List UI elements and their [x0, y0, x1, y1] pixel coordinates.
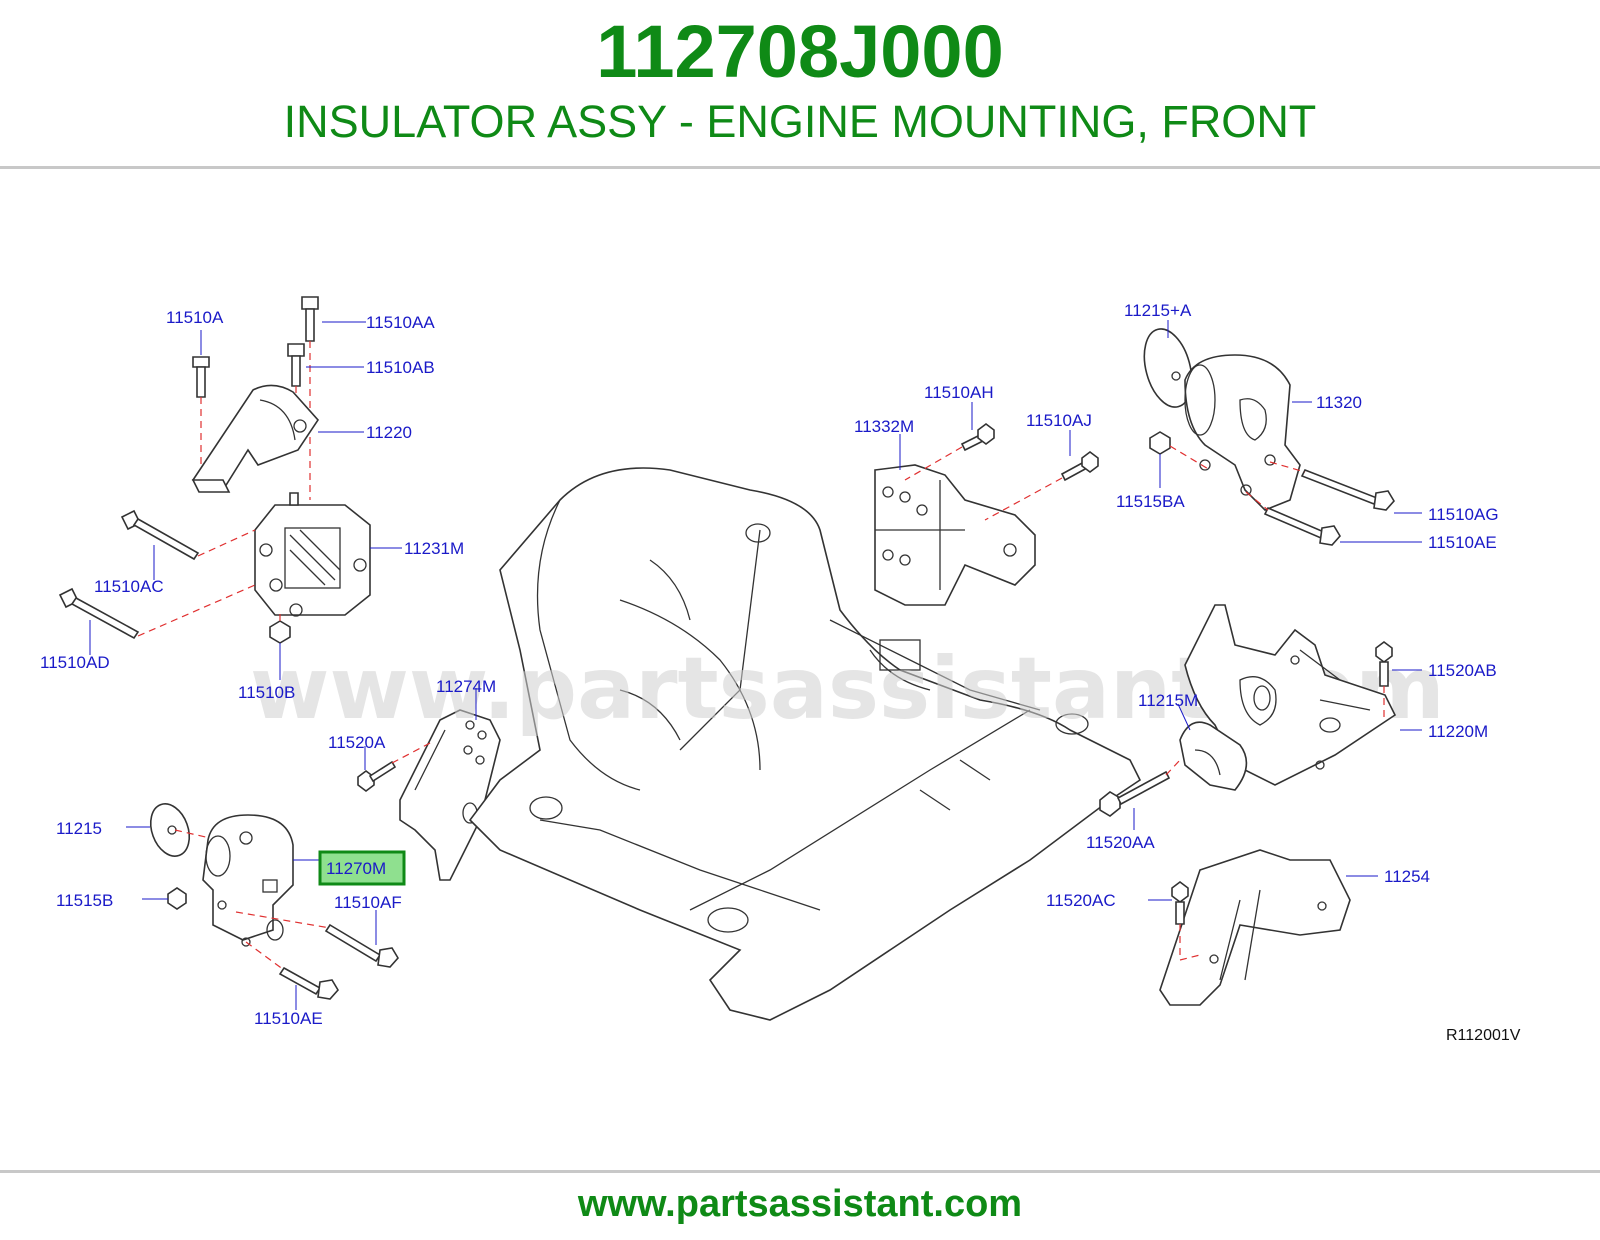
footer-divider — [0, 1170, 1600, 1173]
engine-and-subframe — [468, 467, 1142, 1021]
bracket-11254[interactable] — [1159, 849, 1351, 1006]
callout-11510AA[interactable]: 11510AA — [366, 313, 435, 332]
bolt-11510AJ[interactable] — [1060, 451, 1099, 482]
callout-11510AF[interactable]: 11510AF — [334, 893, 402, 912]
callout-11215[interactable]: 11215 — [56, 819, 102, 838]
callout-11510AH[interactable]: 11510AH — [924, 383, 994, 402]
washer-11215[interactable] — [144, 798, 196, 861]
callout-11515B[interactable]: 11515B — [56, 891, 113, 910]
callout-11215A[interactable]: 11215+A — [1124, 301, 1192, 320]
bolt-11510AA[interactable] — [301, 296, 319, 342]
callout-11510AC[interactable]: 11510AC — [94, 577, 164, 596]
mount-assembly-upper-left — [58, 296, 371, 644]
mount-11231M[interactable] — [254, 492, 371, 617]
callout-11320[interactable]: 11320 — [1316, 393, 1362, 412]
diagram-reference-code: R112001V — [1446, 1027, 1521, 1044]
nut-11515B[interactable] — [167, 887, 187, 910]
callout-11254[interactable]: 11254 — [1384, 867, 1430, 886]
bracket-11220M[interactable] — [1184, 604, 1397, 786]
header-divider — [0, 166, 1600, 169]
page-header: 112708J000 INSULATOR ASSY - ENGINE MOUNT… — [0, 0, 1600, 168]
footer-website-link[interactable]: www.partsassistant.com — [577, 1183, 1023, 1225]
callout-11220M[interactable]: 11220M — [1428, 722, 1488, 741]
callout-11332M[interactable]: 11332M — [854, 417, 914, 436]
bolt-11510AE-left[interactable] — [278, 966, 339, 1000]
callout-11510B[interactable]: 11510B — [238, 683, 295, 702]
bolt-11520AC[interactable] — [1171, 881, 1189, 925]
callout-11220[interactable]: 11220 — [366, 423, 412, 442]
bolt-11510A[interactable] — [192, 356, 210, 398]
part-number: 112708J000 — [596, 10, 1004, 93]
bolt-11510AB[interactable] — [287, 343, 305, 387]
bracket-11220[interactable] — [191, 384, 320, 493]
callout-11270M[interactable]: 11270M — [326, 859, 386, 878]
bolt-11510AF[interactable] — [324, 923, 399, 968]
bolt-11510AC[interactable] — [120, 509, 200, 561]
insulator-11215M[interactable] — [1179, 721, 1248, 791]
mount-11320[interactable] — [1184, 354, 1301, 511]
callout-11274M[interactable]: 11274M — [436, 677, 496, 696]
bolt-11510AE-right[interactable] — [1263, 506, 1341, 546]
part-title: INSULATOR ASSY - ENGINE MOUNTING, FRONT — [283, 96, 1317, 147]
callout-11515BA[interactable]: 11515BA — [1116, 492, 1185, 511]
bolt-11510AD[interactable] — [58, 587, 140, 640]
bracket-11332M[interactable] — [874, 464, 1036, 606]
callout-11510AB[interactable]: 11510AB — [366, 358, 435, 377]
callout-11520AA[interactable]: 11520AA — [1086, 833, 1155, 852]
callout-11510AD[interactable]: 11510AD — [40, 653, 110, 672]
highlighted-callout-box — [318, 850, 406, 886]
callout-11520AC[interactable]: 11520AC — [1046, 891, 1116, 910]
bracket-11274M[interactable] — [399, 709, 501, 881]
callout-11215M[interactable]: 11215M — [1138, 691, 1198, 710]
washer-11215A[interactable] — [1136, 324, 1199, 413]
bolt-11520A[interactable] — [357, 760, 397, 792]
bolt-11520AA[interactable] — [1099, 770, 1171, 817]
callout-11520A[interactable]: 11520A — [328, 733, 386, 752]
nut-11515BA[interactable] — [1149, 431, 1171, 455]
callout-11510AG[interactable]: 11510AG — [1428, 505, 1499, 524]
callout-leader-lines — [89, 320, 1422, 1010]
bolt-11510AG[interactable] — [1300, 468, 1395, 511]
callout-11510AE-left[interactable]: 11510AE — [254, 1009, 323, 1028]
callout-11510AE-right[interactable]: 11510AE — [1428, 533, 1497, 552]
bolt-11520AB[interactable] — [1375, 641, 1393, 687]
callout-11520AB[interactable]: 11520AB — [1428, 661, 1497, 680]
insulator-11270M[interactable] — [202, 814, 294, 947]
callout-11510AJ[interactable]: 11510AJ — [1026, 411, 1092, 430]
callout-11510A[interactable]: 11510A — [166, 308, 224, 327]
callout-11231M[interactable]: 11231M — [404, 539, 464, 558]
callout-labels: 11510A 11510AA 11510AB 11220 11231M 1151… — [40, 301, 1499, 1028]
bolt-11510AH[interactable] — [960, 423, 995, 452]
exploded-parts-diagram: www.partsassistant.com — [40, 296, 1521, 1044]
